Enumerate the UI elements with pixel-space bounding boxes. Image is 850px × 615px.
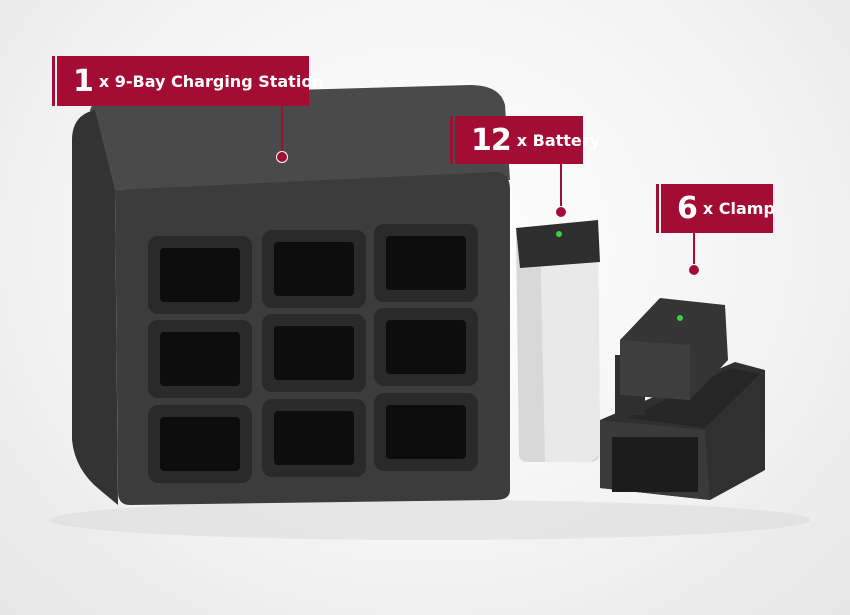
bay-opening: [274, 411, 354, 465]
charging-station: [72, 85, 510, 505]
label-bar: [656, 184, 659, 233]
label-text: x 9-Bay Charging Station: [98, 71, 324, 91]
battery-indicator-icon: [556, 231, 562, 237]
leader-line: [693, 233, 695, 266]
bay-opening: [386, 405, 466, 459]
clamp: [600, 298, 765, 500]
quantity: 12: [471, 122, 512, 158]
label-bar: [52, 56, 55, 106]
label-text: x Clamp: [702, 199, 775, 218]
clamp-indicator-icon: [677, 315, 683, 321]
callout-dot: [276, 151, 288, 163]
label-clamp: 6 x Clamp: [656, 184, 775, 233]
quantity: 6: [677, 191, 698, 226]
bay-opening: [274, 326, 354, 380]
bay-opening: [160, 248, 240, 302]
leader-line: [560, 164, 562, 208]
callout-dot: [688, 264, 700, 276]
bay-opening: [386, 320, 466, 374]
battery: [516, 220, 600, 462]
label-text: x Battery: [516, 130, 601, 150]
leader-line: [281, 106, 283, 154]
bay-opening: [160, 417, 240, 471]
bay-opening: [160, 332, 240, 386]
label-bar: [450, 116, 453, 164]
bay-opening: [274, 242, 354, 296]
bay-opening: [386, 236, 466, 290]
callout-dot: [555, 206, 567, 218]
bay-grid: [148, 224, 478, 483]
label-charging-station: 1 x 9-Bay Charging Station: [52, 56, 324, 106]
quantity: 1: [73, 63, 94, 99]
label-battery: 12 x Battery: [450, 116, 600, 164]
